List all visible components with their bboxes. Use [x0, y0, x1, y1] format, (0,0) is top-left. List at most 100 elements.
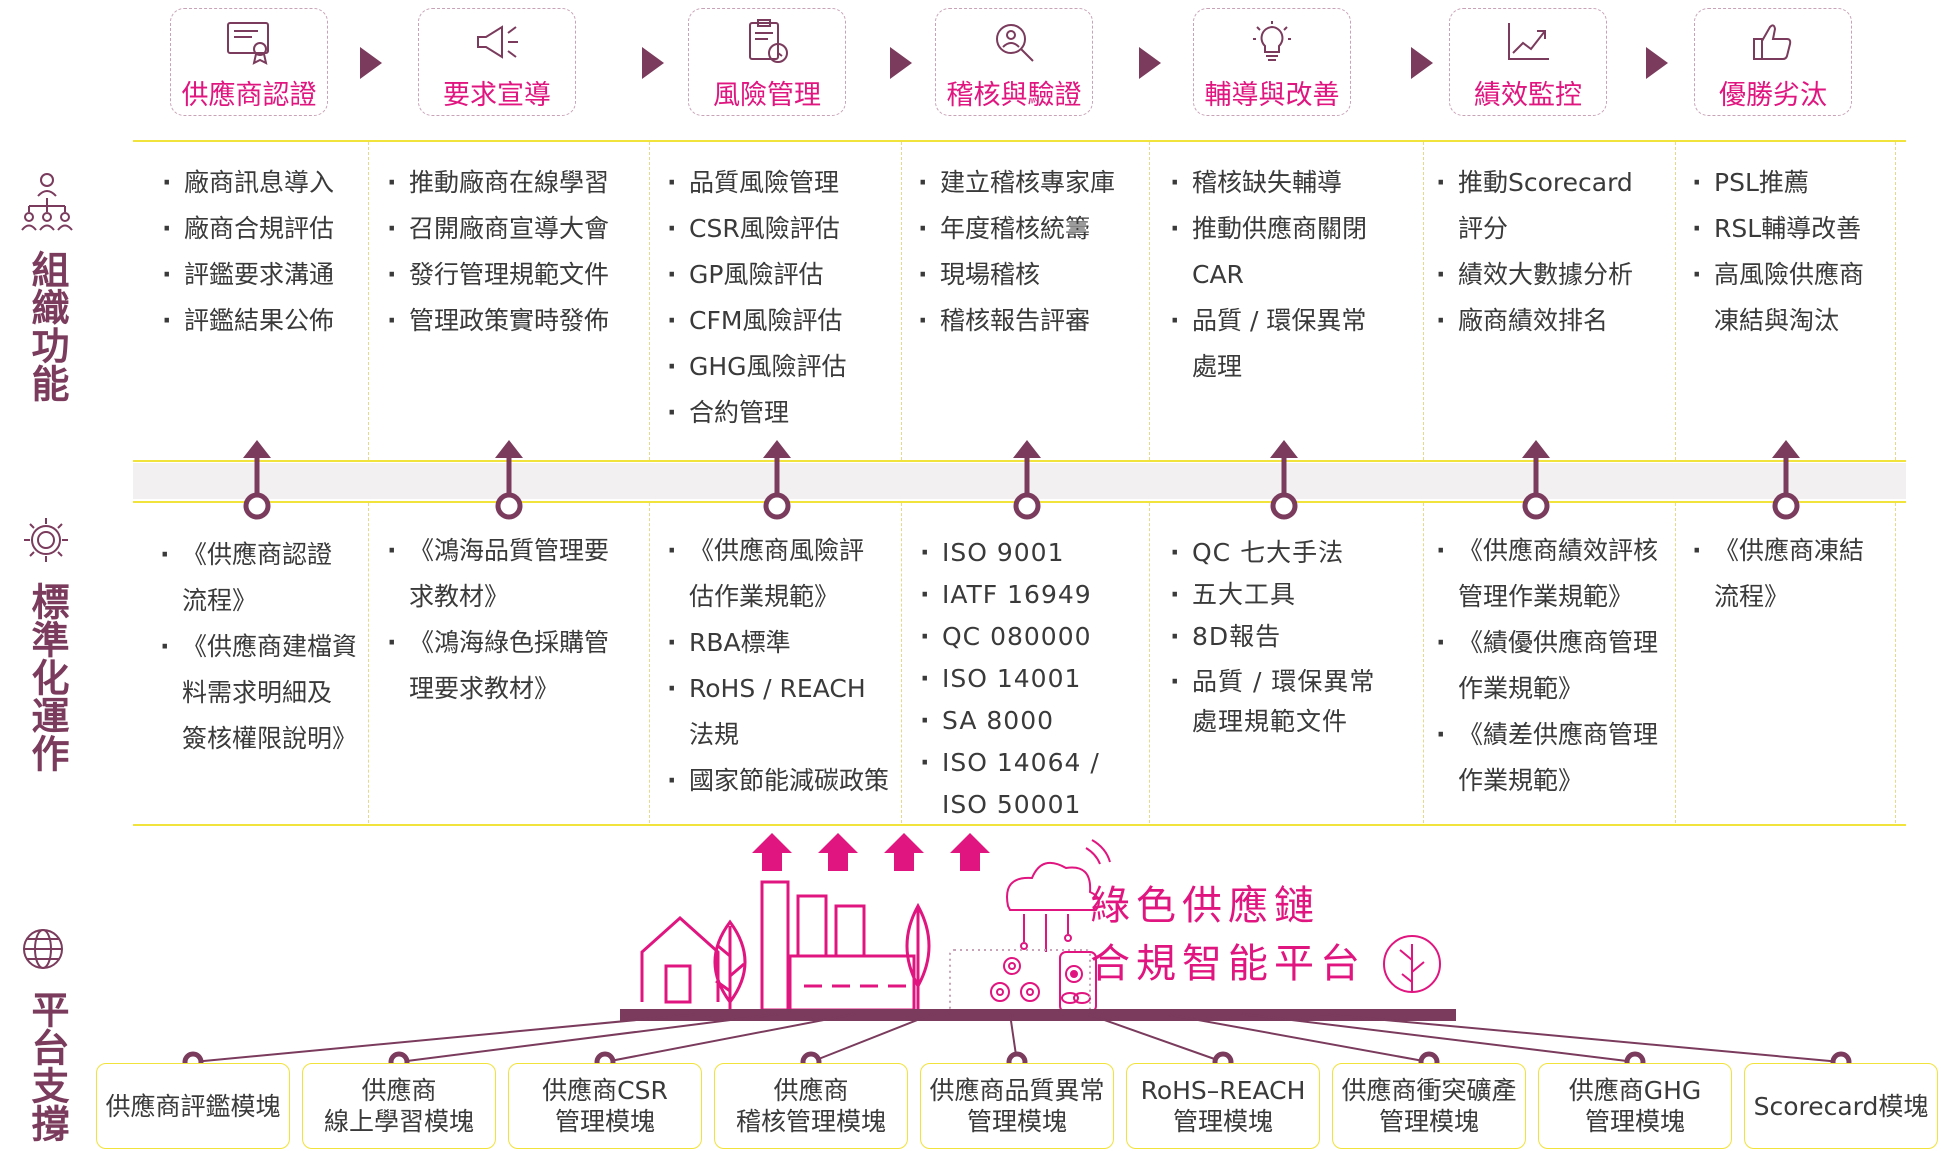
house-icon: [640, 915, 720, 1004]
module-scorecard: Scorecard模塊: [1744, 1063, 1938, 1149]
list-item: QC 七大手法: [1168, 532, 1375, 574]
step-label: 稽核與驗證: [946, 80, 1082, 111]
module-supplier-audit: 供應商稽核管理模塊: [714, 1063, 908, 1149]
list-item: 管理政策實時發佈: [385, 298, 609, 344]
fan-line: [1087, 1013, 1224, 1063]
list-item: 年度稽核統籌: [916, 206, 1115, 252]
list-item: IATF 16949: [918, 574, 1100, 616]
fan-line: [810, 1013, 933, 1063]
list-item: 五大工具: [1168, 574, 1375, 616]
step-requirement-promotion: 要求宣導: [418, 8, 576, 116]
section-label-org: 組織功能: [25, 250, 69, 402]
magnifier-person-icon: [996, 24, 1034, 62]
platform-title-line1: 綠色供應鏈: [1090, 883, 1320, 929]
step-performance-monitoring: 績效監控: [1449, 8, 1607, 116]
list-item: CFM風險評估: [665, 298, 847, 344]
lightbulb-icon: [1253, 21, 1291, 61]
list-item: SA 8000: [918, 700, 1100, 742]
module-supplier-evaluation: 供應商評鑑模塊: [96, 1063, 290, 1149]
list-item: 8D報告: [1168, 616, 1375, 658]
org-chart-icon: [21, 173, 73, 231]
connector-band: [133, 463, 1906, 499]
column-divider: [368, 142, 369, 460]
standard-column: ISO 9001 IATF 16949 QC 080000 ISO 14001 …: [918, 532, 1100, 826]
list-item: PSL推薦: [1690, 160, 1864, 206]
section-label-platform: 平台支撐: [25, 990, 69, 1142]
globe-icon: [23, 929, 63, 969]
fan-line: [192, 1013, 701, 1063]
divider-line: [133, 140, 1906, 142]
up-arrow-icon: [1772, 440, 1800, 458]
step-label: 風險管理: [713, 80, 821, 111]
org-column: 品質風險管理 CSR風險評估 GP風險評估 CFM風險評估 GHG風險評估 合約…: [665, 160, 847, 436]
upload-arrows-icon: [752, 833, 990, 871]
platform-title-line2: 合規智能平台: [1090, 941, 1366, 987]
section-label-standard: 標準化運作: [25, 582, 69, 772]
connector-ring: [1270, 492, 1298, 520]
list-item: GP風險評估: [665, 252, 847, 298]
up-arrow-icon: [1270, 440, 1298, 458]
list-item: CSR風險評估: [665, 206, 847, 252]
list-item: 廠商訊息導入: [160, 160, 334, 206]
connector-ring: [1522, 492, 1550, 520]
list-item: RSL輔導改善: [1690, 206, 1864, 252]
fan-line: [1242, 1013, 1636, 1063]
list-item: 廠商合規評估: [160, 206, 334, 252]
connector-ring: [1013, 492, 1041, 520]
module-conflict-minerals: 供應商衝突礦產管理模塊: [1332, 1063, 1526, 1149]
list-item: 合約管理: [665, 390, 847, 436]
list-item: ISO 14064 /ISO 50001: [918, 742, 1100, 826]
list-item: 國家節能減碳政策: [665, 758, 889, 804]
list-item: 評鑑要求溝通: [160, 252, 334, 298]
fan-line: [1164, 1013, 1430, 1063]
column-divider: [1895, 142, 1896, 460]
column-divider: [901, 503, 902, 823]
divider-line: [133, 460, 1906, 462]
connector-ring: [243, 492, 271, 520]
column-divider: [649, 142, 650, 460]
flow-arrow: [1411, 47, 1433, 79]
list-item: QC 080000: [918, 616, 1100, 658]
eco-tree-icon: [1383, 935, 1441, 993]
column-divider: [1423, 142, 1424, 460]
step-survival-of-fittest: 優勝劣汰: [1694, 8, 1852, 116]
list-item: 品質風險管理: [665, 160, 847, 206]
up-arrow-icon: [495, 440, 523, 458]
up-arrow-icon: [243, 440, 271, 458]
list-item: 評鑑結果公佈: [160, 298, 334, 344]
list-item: ISO 9001: [918, 532, 1100, 574]
step-supplier-certification: 供應商認證: [170, 8, 328, 116]
flow-arrow: [890, 47, 912, 79]
connector-arrows: [243, 440, 1800, 520]
step-label: 優勝劣汰: [1719, 80, 1827, 111]
up-arrow-icon: [763, 440, 791, 458]
column-divider: [1895, 503, 1896, 823]
step-label: 要求宣導: [443, 80, 551, 111]
list-item: 稽核報告評審: [916, 298, 1115, 344]
tree-icon: [713, 919, 747, 1012]
list-item: 稽核缺失輔導: [1168, 160, 1367, 206]
up-arrow-icon: [1522, 440, 1550, 458]
list-item: 推動廠商在線學習: [385, 160, 609, 206]
